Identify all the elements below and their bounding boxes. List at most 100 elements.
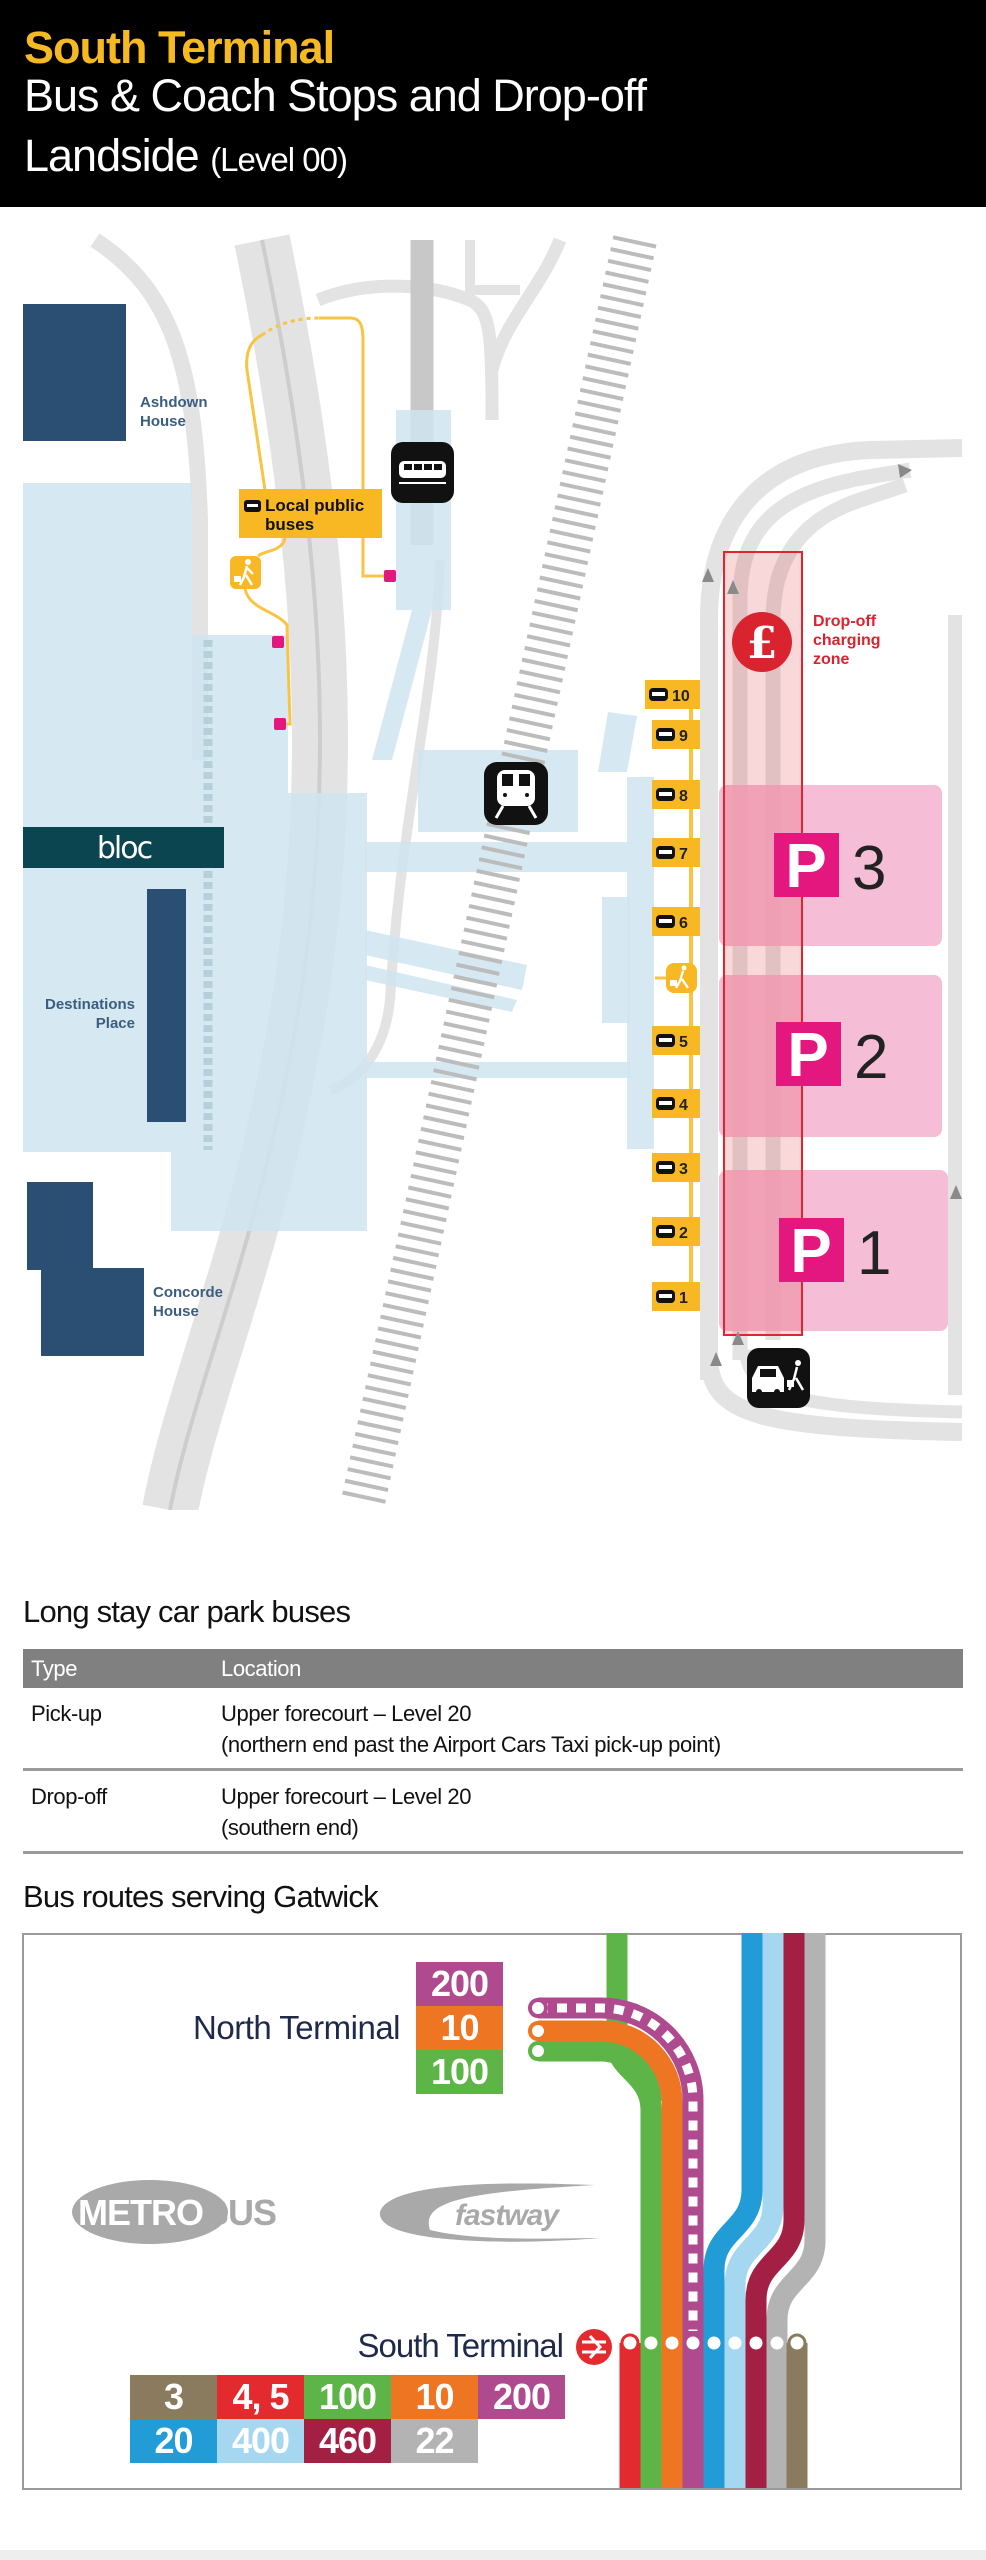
local-buses-sign[interactable]: [239, 489, 382, 538]
lift-icon: [272, 636, 284, 648]
bus-stop-number: 2: [679, 1225, 688, 1242]
bus-icon: [656, 788, 675, 801]
south-terminal-stop: [746, 2333, 766, 2353]
column-header-location: Location: [213, 1649, 963, 1688]
route-line-22: [766, 1933, 826, 2488]
bus-stop-6[interactable]: 6: [652, 907, 700, 936]
bus-stop-number: 5: [679, 1034, 688, 1051]
route-badge-460: 460: [304, 2419, 391, 2463]
route-badge-20: 20: [130, 2419, 217, 2463]
bus-icon: [656, 1161, 675, 1174]
route-badge-4-5: 4, 5: [217, 2375, 304, 2419]
parking-icon: [774, 833, 839, 897]
route-badge-3: 3: [130, 2375, 217, 2419]
route-line-200-dashes: [538, 2003, 698, 2331]
bus-icon: [656, 1097, 675, 1110]
table-row: Pick-up Upper forecourt – Level 20(north…: [23, 1688, 963, 1771]
car-park-number: 3: [852, 834, 886, 903]
bus-stop-1[interactable]: 1: [652, 1282, 700, 1311]
roads: [90, 233, 963, 1510]
route-badge-10: 10: [416, 2006, 503, 2050]
south-terminal-stop: [787, 2333, 807, 2353]
bus-stop-3[interactable]: 3: [652, 1153, 700, 1182]
bus-stop-number: 1: [679, 1290, 688, 1307]
shuttle-train-icon[interactable]: [391, 442, 454, 503]
route-line-100: [538, 2040, 662, 2102]
svg-text:£: £: [747, 618, 778, 669]
parking-letter: P: [790, 1217, 831, 1286]
bus-stop-number: 10: [672, 688, 690, 705]
bus-stop-number: 4: [679, 1097, 688, 1114]
bus-icon: [656, 915, 675, 928]
table-row: Drop-off Upper forecourt – Level 20(sout…: [23, 1769, 963, 1854]
svg-text:fastway: fastway: [455, 2199, 560, 2232]
bus-stop-number: 7: [679, 846, 688, 863]
taxi-dropoff-icon[interactable]: [747, 1348, 810, 1408]
bus-icon: [656, 728, 675, 741]
parking-icon: [779, 1218, 844, 1282]
bus-icon: [656, 846, 675, 859]
page-footer: [0, 2550, 986, 2560]
bus-stop-number: 3: [679, 1161, 688, 1178]
bus-stop-10[interactable]: 10: [645, 680, 700, 709]
concorde-house-building: [27, 1182, 144, 1356]
south-terminal-stop: [662, 2333, 682, 2353]
route-line-460: [745, 1933, 805, 2488]
parking-letter: P: [787, 1021, 828, 1090]
parking-letter: P: [785, 832, 826, 901]
page-title: South Terminal: [24, 22, 335, 73]
bus-icon: [656, 1225, 675, 1238]
long-stay-heading: Long stay car park buses: [23, 1594, 351, 1629]
bus-icon: [656, 1290, 675, 1303]
direction-arrows: [702, 464, 962, 1366]
bus-stop-4[interactable]: 4: [652, 1089, 700, 1118]
charging-zone[interactable]: [723, 551, 803, 1336]
bus-stop-7[interactable]: 7: [652, 838, 700, 867]
bus-stop-9[interactable]: 9: [652, 720, 700, 749]
level-label: Landside (Level 00): [24, 130, 348, 182]
walking-passenger-icon: [230, 556, 261, 589]
lift-icon: [274, 718, 286, 730]
route-badge-10: 10: [391, 2375, 478, 2419]
south-terminal-stop: [683, 2333, 703, 2353]
bus-stop-8[interactable]: 8: [652, 780, 700, 809]
route-line-20: [703, 1933, 763, 2488]
route-badge-100: 100: [416, 2050, 503, 2094]
bus-icon: [649, 688, 668, 701]
svg-text:METROBUS: METROBUS: [78, 2192, 276, 2233]
car-park-number: 1: [857, 1219, 891, 1288]
bus-icon: [656, 1034, 675, 1047]
routes-diagram-frame: [22, 1933, 962, 2490]
bus-icon: [244, 500, 261, 512]
bus-stop-number: 6: [679, 915, 688, 932]
south-terminal-stop: [704, 2333, 724, 2353]
south-terminal-stop: [725, 2333, 745, 2353]
route-badge-22: 22: [391, 2419, 478, 2463]
area-name: Landside: [24, 130, 200, 181]
train-icon[interactable]: [484, 762, 548, 825]
row-type: Pick-up: [23, 1688, 213, 1771]
fastway-logo: fastway: [379, 2183, 600, 2242]
column-header-type: Type: [23, 1649, 213, 1688]
bus-stop-5[interactable]: 5: [652, 1026, 700, 1055]
metrobus-logo: METROBUS: [72, 2180, 277, 2244]
pound-icon: £: [732, 612, 792, 672]
long-stay-table: Type Location Pick-up Upper forecourt – …: [23, 1649, 963, 1854]
lift-icon: [384, 570, 396, 582]
walking-route: [243, 316, 388, 726]
bus-stop-number: 8: [679, 788, 688, 805]
routes-diagram: North Terminal South Terminal METROBUS f…: [72, 1933, 826, 2488]
north-terminal-stop: [528, 1998, 548, 2018]
bus-stop-2[interactable]: 2: [652, 1217, 700, 1246]
destinations-place-building: [147, 889, 186, 1122]
north-terminal-stop: [528, 2021, 548, 2041]
routes-heading: Bus routes serving Gatwick: [23, 1879, 379, 1914]
